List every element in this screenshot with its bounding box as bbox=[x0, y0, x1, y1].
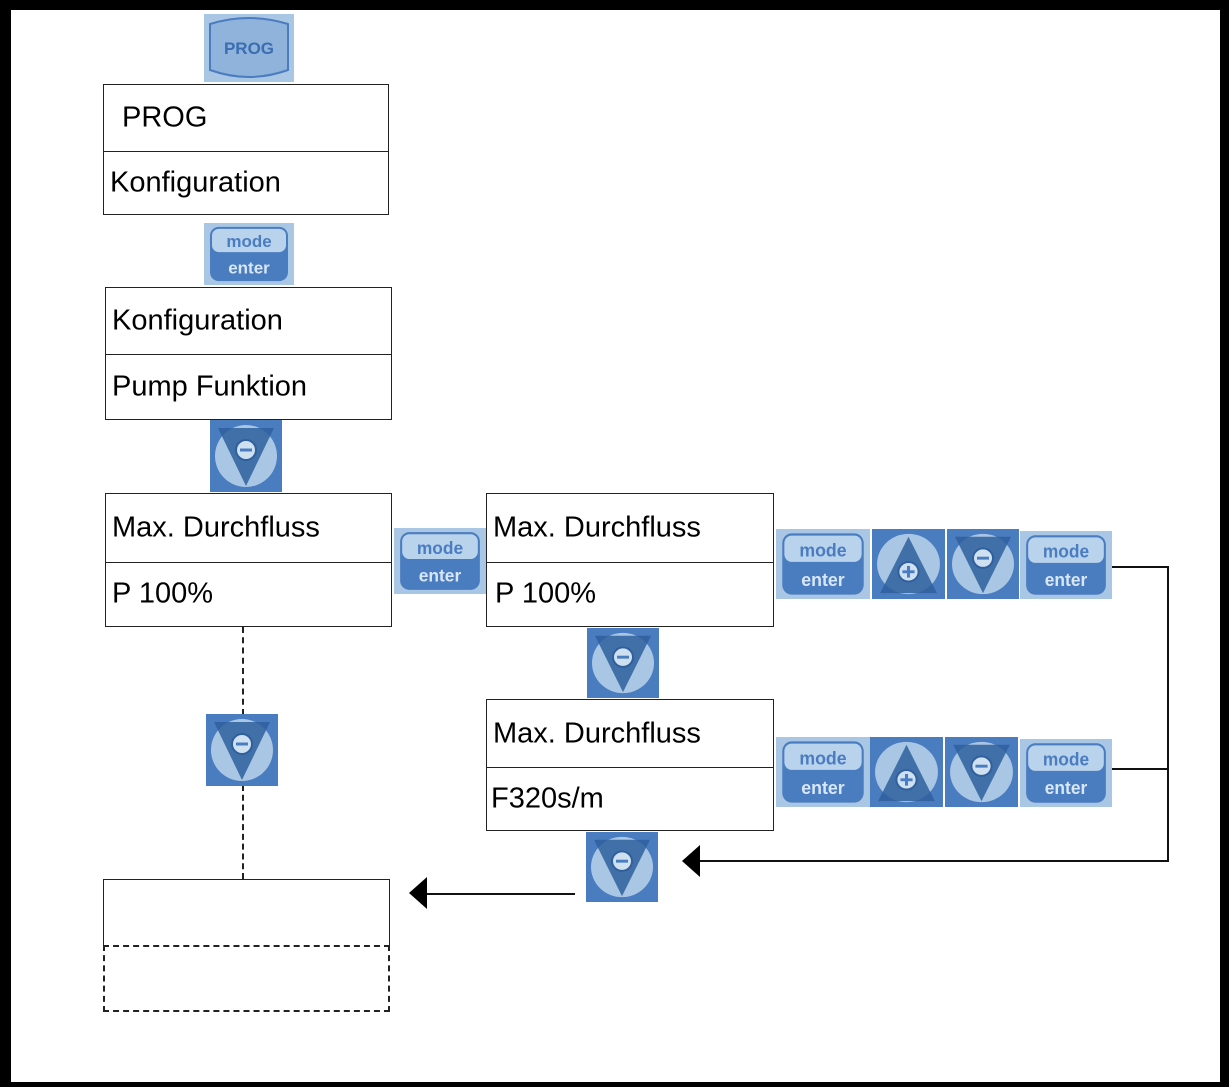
minus-down-key-icon[interactable] bbox=[210, 420, 282, 492]
key-label: enter bbox=[801, 778, 844, 798]
key-label: enter bbox=[1045, 570, 1088, 590]
menu-line-text: Pump Funktion bbox=[112, 370, 308, 402]
key-label: mode bbox=[1043, 541, 1089, 561]
line-to-next-box bbox=[425, 893, 575, 895]
menu-line: Pump Funktion bbox=[106, 354, 391, 419]
key-label: enter bbox=[801, 570, 844, 590]
menu-box-max-flow-left: Max. Durchfluss P 100% bbox=[105, 493, 392, 627]
menu-line-text: F320s/m bbox=[491, 782, 604, 814]
key-label: enter bbox=[1045, 778, 1088, 798]
plus-up-key-icon[interactable] bbox=[872, 529, 945, 599]
key-label: enter bbox=[419, 566, 462, 586]
menu-line: PROG bbox=[104, 85, 388, 151]
menu-line-text: P 100% bbox=[112, 577, 214, 610]
menu-line-text: Max. Durchfluss bbox=[112, 511, 320, 544]
loop-line-vertical bbox=[1167, 566, 1169, 862]
key-label: mode bbox=[226, 232, 271, 251]
menu-line-text: Konfiguration bbox=[110, 166, 281, 198]
loop-line-top bbox=[1112, 566, 1169, 568]
menu-line: Max. Durchfluss bbox=[487, 494, 773, 562]
menu-line-text: Konfiguration bbox=[112, 304, 283, 337]
menu-line-text: Max. Durchfluss bbox=[493, 717, 701, 749]
menu-line-text: Max. Durchfluss bbox=[493, 511, 701, 544]
key-label: mode bbox=[1043, 749, 1089, 769]
dashed-edge-bottom bbox=[103, 1010, 390, 1012]
plus-up-key-icon[interactable] bbox=[870, 737, 943, 807]
dashed-connector-lower bbox=[242, 785, 244, 879]
key-label: enter bbox=[228, 259, 270, 278]
mode-enter-key-icon[interactable]: mode enter bbox=[204, 223, 294, 285]
menu-line bbox=[103, 879, 390, 945]
minus-down-key-icon[interactable] bbox=[587, 628, 659, 698]
menu-box-max-flow-f: Max. Durchfluss F320s/m bbox=[486, 699, 774, 831]
key-label: PROG bbox=[224, 39, 274, 58]
menu-line: Max. Durchfluss bbox=[106, 494, 391, 562]
menu-box-konfiguration: Konfiguration Pump Funktion bbox=[105, 287, 392, 420]
dashed-edge-left bbox=[103, 945, 105, 1012]
menu-line-text: P 100% bbox=[495, 577, 597, 610]
minus-down-key-icon[interactable] bbox=[945, 737, 1018, 807]
menu-line: Max. Durchfluss bbox=[487, 700, 773, 767]
menu-box-next bbox=[103, 879, 390, 1012]
arrow-left-icon bbox=[409, 877, 427, 909]
mode-enter-key-icon[interactable]: mode enter bbox=[1020, 531, 1112, 599]
minus-down-key-icon[interactable] bbox=[586, 832, 658, 902]
menu-line: F320s/m bbox=[487, 767, 773, 830]
menu-divider bbox=[106, 354, 391, 355]
prog-key-icon[interactable]: PROG bbox=[204, 14, 294, 82]
menu-divider bbox=[487, 562, 773, 563]
loop-line-bottom bbox=[697, 860, 1169, 862]
key-label: mode bbox=[799, 540, 846, 560]
menu-line: P 100% bbox=[106, 562, 391, 626]
arrow-left-icon bbox=[682, 845, 700, 877]
menu-box-prog: PROG Konfiguration bbox=[103, 84, 389, 215]
mode-enter-key-icon[interactable]: mode enter bbox=[1020, 739, 1112, 807]
menu-divider bbox=[106, 562, 391, 563]
loop-line-mid bbox=[1112, 768, 1169, 770]
menu-divider bbox=[487, 767, 773, 768]
key-label: mode bbox=[417, 538, 464, 558]
mode-enter-key-icon[interactable]: mode enter bbox=[776, 529, 870, 599]
mode-enter-key-icon[interactable]: mode enter bbox=[394, 528, 486, 594]
menu-box-max-flow-right: Max. Durchfluss P 100% bbox=[486, 493, 774, 627]
menu-line: Konfiguration bbox=[106, 288, 391, 354]
menu-line: Konfiguration bbox=[104, 151, 388, 214]
menu-line-text: PROG bbox=[122, 101, 208, 134]
minus-down-key-icon[interactable] bbox=[947, 529, 1019, 599]
mode-enter-key-icon[interactable]: mode enter bbox=[776, 737, 870, 807]
menu-divider bbox=[103, 945, 390, 947]
key-label: mode bbox=[799, 748, 846, 768]
dashed-connector-upper bbox=[242, 627, 244, 715]
minus-down-key-icon[interactable] bbox=[206, 714, 278, 786]
menu-divider bbox=[104, 151, 388, 152]
dashed-edge-right bbox=[388, 945, 390, 1012]
menu-line: P 100% bbox=[487, 562, 773, 626]
